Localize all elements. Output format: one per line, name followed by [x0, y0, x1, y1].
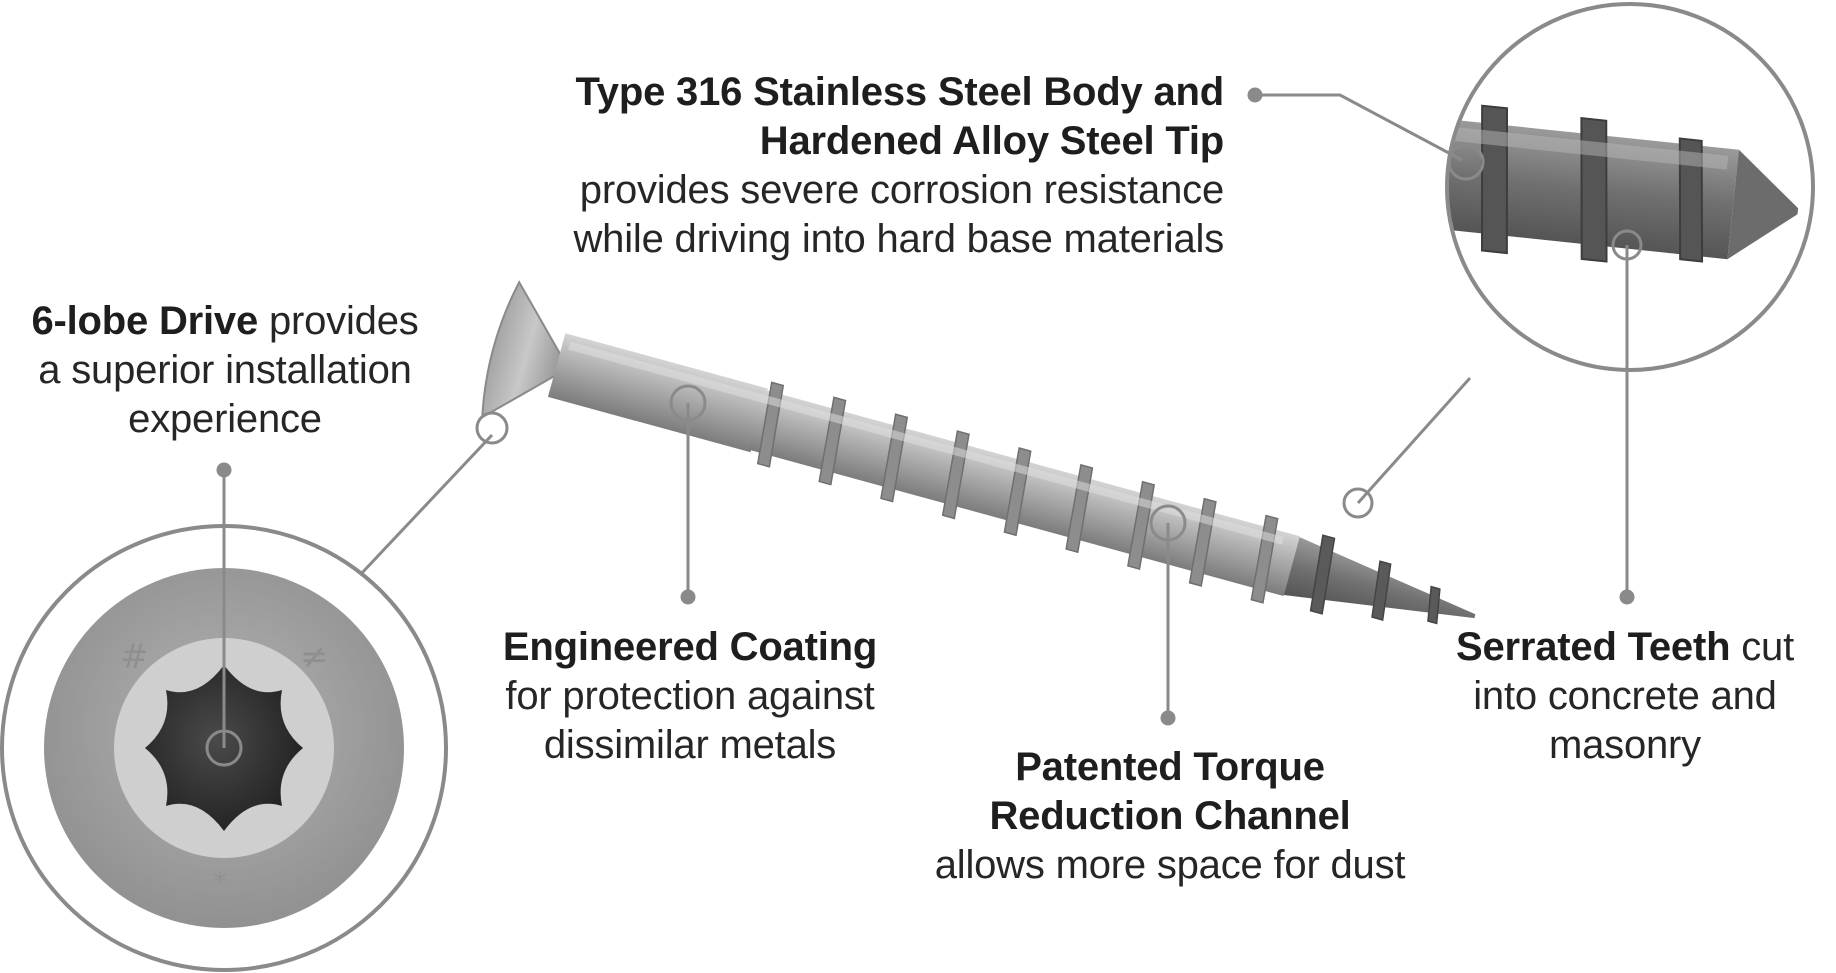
steel-line4: while driving into hard base materials — [573, 217, 1224, 261]
steel-title-line2: Hardened Alloy Steel Tip — [759, 119, 1224, 163]
teeth-line3: masonry — [1549, 723, 1701, 767]
coating-title: Engineered Coating — [502, 625, 878, 669]
callout-6-lobe-drive: 6-lobe Drive provides a superior install… — [0, 297, 450, 444]
head-mark-1: # — [120, 637, 149, 677]
marker-channel-dot — [1160, 710, 1176, 726]
teeth-title: Serrated Teeth — [1455, 625, 1731, 669]
screw-illustration — [481, 280, 1476, 625]
callout-engineered-coating: Engineered Coating for protection agains… — [440, 623, 940, 770]
channel-title-line1: Patented Torque — [1015, 745, 1325, 789]
drive-line3: experience — [128, 397, 322, 441]
head-mark-3: * — [214, 868, 226, 896]
callout-stainless-steel-body: Type 316 Stainless Steel Body and Harden… — [460, 68, 1224, 264]
callout-serrated-teeth: Serrated Teeth cut into concrete and mas… — [1390, 623, 1836, 770]
leader-markers — [205, 87, 1643, 767]
teeth-line1-rest: cut — [1730, 625, 1795, 669]
steel-line3: provides severe corrosion resistance — [579, 168, 1224, 212]
head-mark-2: ≠ — [300, 637, 329, 677]
callout-torque-reduction-channel: Patented Torque Reduction Channel allows… — [860, 743, 1480, 890]
screw-shank — [547, 333, 768, 453]
tip-zoom-inset — [1445, 2, 1815, 372]
drive-line2: a superior installation — [38, 348, 412, 392]
coating-line2: for protection against — [505, 674, 875, 718]
marker-teeth-ring — [1611, 229, 1643, 261]
marker-tip-ring — [1342, 487, 1374, 519]
tip-teeth — [1309, 534, 1441, 625]
drive-title: 6-lobe Drive — [31, 299, 259, 343]
steel-title-line1: Type 316 Stainless Steel Body and — [575, 70, 1225, 114]
screw-head — [481, 280, 563, 420]
drive-line1-rest: provides — [258, 299, 419, 343]
channel-title-line2: Reduction Channel — [989, 794, 1351, 838]
marker-head-ring — [475, 411, 509, 445]
tip-zoom-frame — [1445, 2, 1815, 372]
marker-channel-ring — [1149, 504, 1187, 542]
marker-steel-ring — [1447, 143, 1485, 181]
marker-teeth-dot — [1619, 589, 1635, 605]
marker-coating-dot — [680, 589, 696, 605]
marker-coating-ring — [669, 384, 707, 422]
teeth-line2: into concrete and — [1473, 674, 1777, 718]
marker-drive-ring — [205, 729, 243, 767]
marker-drive-dot — [216, 462, 232, 478]
channel-line3: allows more space for dust — [934, 843, 1406, 887]
leader-lines — [222, 93, 1629, 748]
coating-line3: dissimilar metals — [543, 723, 837, 767]
marker-steel-dot — [1247, 87, 1263, 103]
